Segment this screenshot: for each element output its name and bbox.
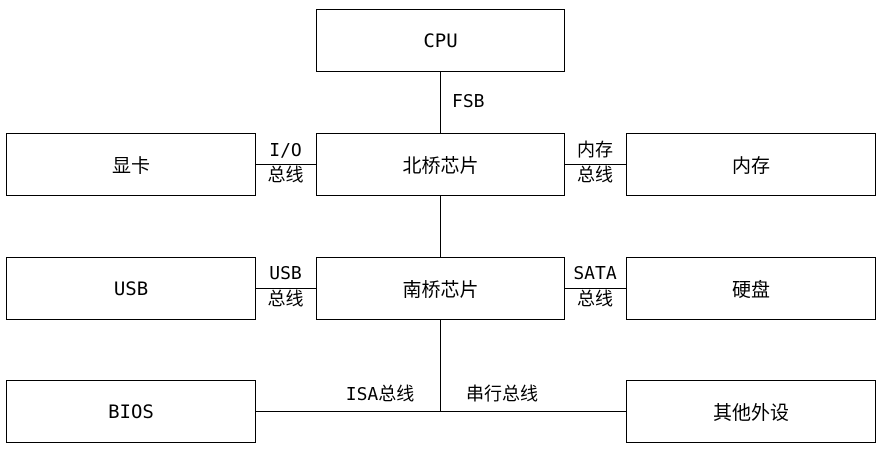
graphics-card-label: 显卡 <box>111 155 150 177</box>
other-peripherals-box: 其他外设 <box>626 380 876 443</box>
isa-serial-bus-line <box>255 411 626 412</box>
memory-box: 内存 <box>626 133 876 196</box>
graphics-card-box: 显卡 <box>6 133 256 196</box>
memory-label: 内存 <box>731 155 770 177</box>
fsb-label: FSB <box>452 91 485 112</box>
usb-bus-label-line2: 总线 <box>267 289 304 310</box>
memory-bus-label-line1: 内存 <box>577 140 613 161</box>
north-south-line <box>440 195 441 257</box>
south-bridge-box: 南桥芯片 <box>316 257 565 320</box>
isa-bus-label: ISA总线 <box>345 384 415 405</box>
sata-bus-line <box>564 288 626 289</box>
hard-disk-label: 硬盘 <box>731 279 770 301</box>
fsb-line <box>440 71 441 133</box>
cpu-box: CPU <box>316 9 565 72</box>
io-bus-line <box>255 164 316 165</box>
north-bridge-label: 北桥芯片 <box>402 155 479 177</box>
memory-bus-line <box>564 164 626 165</box>
hard-disk-box: 硬盘 <box>626 257 876 320</box>
io-bus-label-line1: I/O <box>269 140 302 161</box>
north-bridge-box: 北桥芯片 <box>316 133 565 196</box>
cpu-label: CPU <box>423 29 458 52</box>
bios-box: BIOS <box>6 380 256 443</box>
usb-bus-line <box>255 288 316 289</box>
usb-box: USB <box>6 257 256 320</box>
sata-bus-label-line1: SATA <box>573 263 617 284</box>
bios-label: BIOS <box>108 400 154 423</box>
other-peripherals-label: 其他外设 <box>712 402 789 424</box>
io-bus-label-line2: 总线 <box>267 165 304 186</box>
south-bridge-label: 南桥芯片 <box>402 279 479 301</box>
serial-bus-label: 串行总线 <box>466 384 538 405</box>
memory-bus-label-line2: 总线 <box>577 165 613 186</box>
sata-bus-label-line2: 总线 <box>577 289 613 310</box>
usb-bus-label-line1: USB <box>269 263 302 284</box>
usb-label: USB <box>113 277 149 300</box>
south-bus-trunk-line <box>440 319 441 411</box>
